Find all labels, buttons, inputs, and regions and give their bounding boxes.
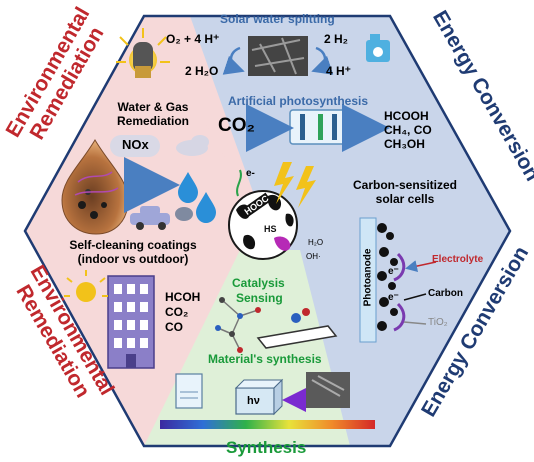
artificial-photosynthesis-title: Artificial photosynthesis: [228, 94, 369, 108]
clean-droplet-icon-2: [196, 192, 216, 223]
contaminated-droplet-icon: [61, 139, 129, 235]
co2-reactant: CO₂: [218, 115, 255, 136]
hexagon-border: [23, 14, 512, 448]
solar-right-bottom: 4 H⁺: [326, 64, 352, 78]
photosynthesis-product-3: CH₃OH: [384, 137, 425, 151]
photoanode-label: Photoanode: [362, 248, 374, 307]
h2o-label: H₂O: [308, 238, 324, 247]
spectrum-bar: [160, 420, 375, 429]
oh-label: OH·: [306, 252, 321, 261]
carbon-particles: [377, 223, 398, 331]
sensor-molecule: [291, 313, 301, 323]
hv-label: hν: [247, 395, 260, 407]
photoanode: [359, 217, 377, 343]
light-prism-icon: [282, 388, 306, 412]
lightning-icon: [274, 162, 294, 204]
reactor-box: [235, 387, 275, 415]
synthesis-label: Synthesis: [226, 438, 307, 457]
nox-cloud: [110, 135, 160, 157]
electron-label-center: e-: [246, 168, 255, 179]
nox-label: NOx: [122, 137, 149, 152]
electron-label-top: e⁻: [388, 266, 399, 277]
electron-label-bottom: e⁻: [388, 292, 399, 303]
hs-label: HS: [264, 224, 277, 234]
sem-image: [248, 36, 308, 76]
photosynthesis-product-2: CH₄, CO: [384, 123, 432, 137]
beaker-icon: [175, 373, 203, 409]
exhaust-smoke-icon: [175, 207, 193, 221]
lightning-icon-2: [296, 166, 316, 208]
solar-left-top: O₂ + 4 H⁺: [166, 32, 220, 46]
solar-water-splitting-title: Solar water splitting: [220, 12, 335, 26]
electrolyte-label: Electrolyte: [432, 254, 484, 265]
clean-droplet-icon: [178, 172, 198, 203]
carbon-label: Carbon: [428, 288, 463, 299]
sun-icon: [76, 282, 96, 302]
sensing-label: Sensing: [236, 291, 283, 305]
self-cleaning-product-3: CO: [165, 320, 183, 334]
solar-left-bottom: 2 H₂O: [185, 64, 219, 78]
self-cleaning-title: Self-cleaning coatings(indoor vs outdoor…: [69, 238, 197, 266]
material-synthesis-label: Material's synthesis: [208, 352, 322, 366]
tio2-label: TiO₂: [428, 317, 448, 328]
solar-right-top: 2 H₂: [324, 32, 349, 46]
photosynthesis-product-1: HCOOH: [384, 109, 429, 123]
light-bulb-icon: [133, 42, 153, 72]
building-windows: [114, 284, 148, 348]
sensor-strip: [256, 325, 338, 349]
cycle-arrow-right: [311, 46, 334, 75]
self-cleaning-product-1: HCOH: [165, 290, 201, 304]
cycle-arrow-left: [222, 46, 245, 75]
catalysis-label: Catalysis: [232, 276, 285, 290]
self-cleaning-product-2: CO₂: [165, 305, 189, 319]
remediation-sector-top: [144, 16, 267, 231]
